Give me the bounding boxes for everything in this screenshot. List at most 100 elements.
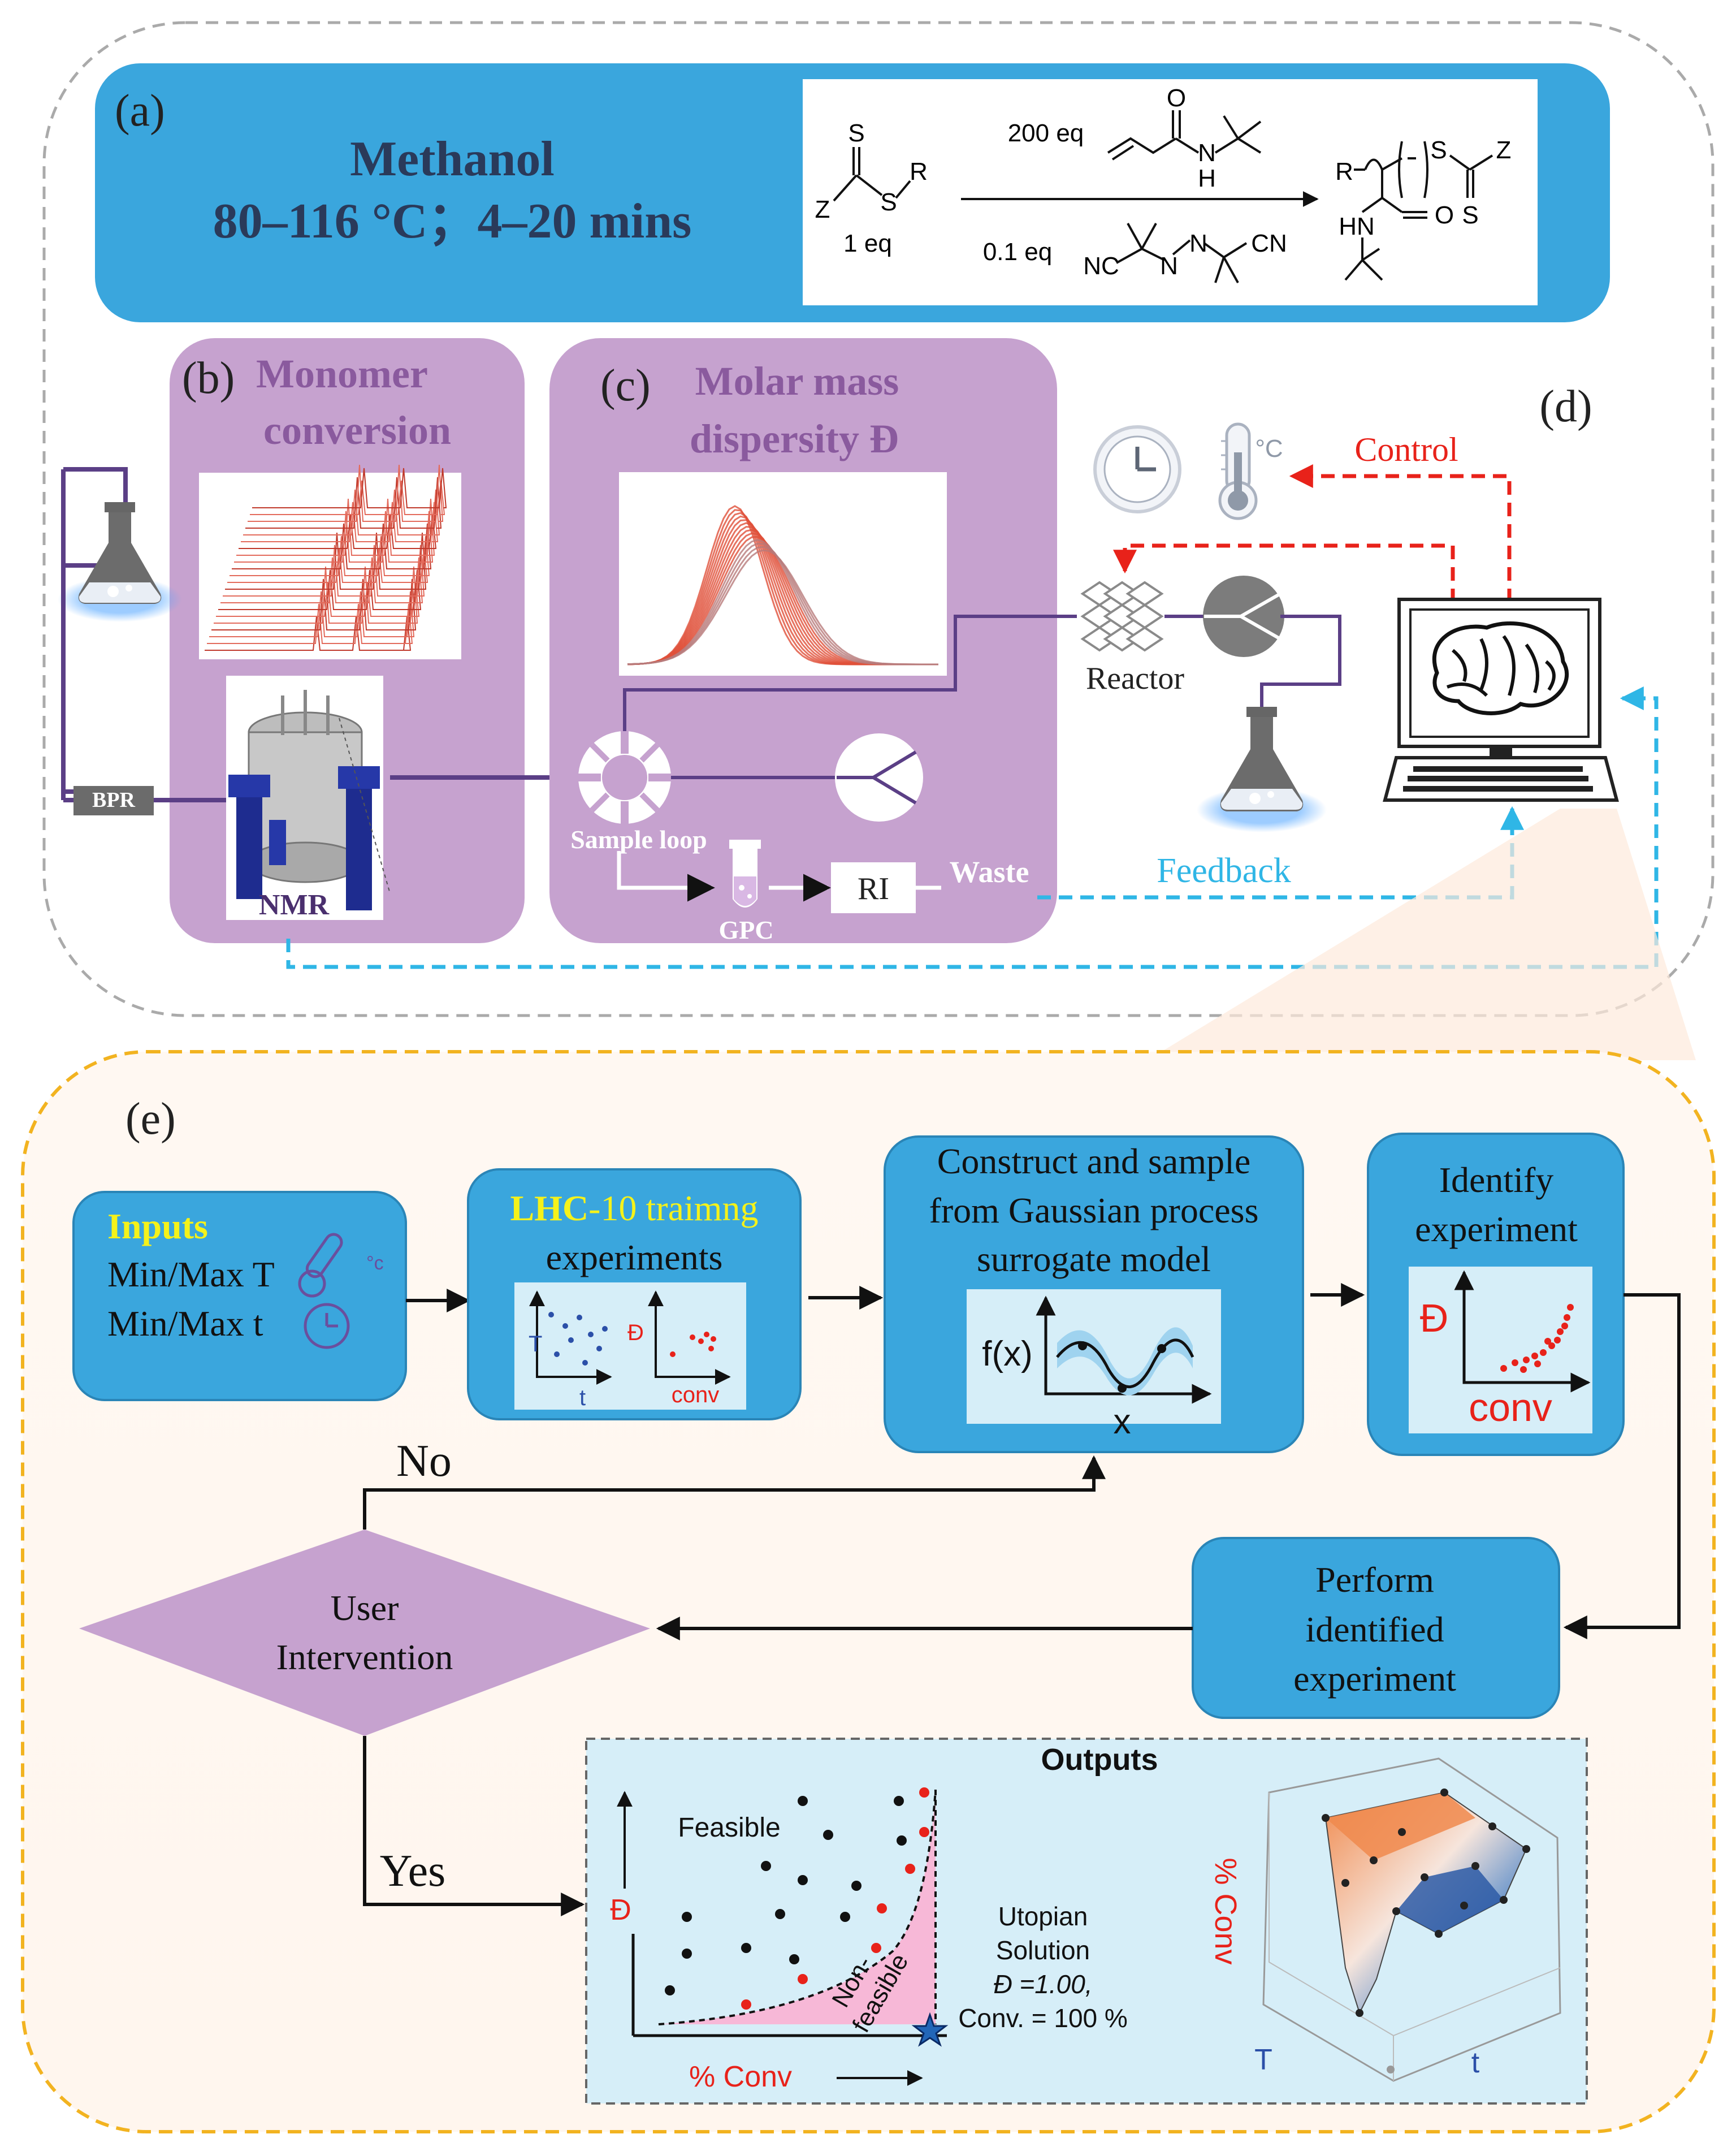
user-intervention-diamond — [79, 1530, 650, 1736]
clock-small-icon — [304, 1303, 350, 1349]
gp-axis-fx: f(x) — [982, 1334, 1033, 1373]
connector-identify-perform — [1563, 1293, 1681, 1639]
pareto-plot: Feasible Non- feasible Đ % Conv — [610, 1787, 949, 2093]
control-label: Control — [1354, 431, 1458, 468]
scheme-S3: S — [1430, 136, 1447, 164]
scheme-O2: O — [1435, 201, 1454, 229]
perform-line-3: experiment — [1293, 1658, 1456, 1699]
computer-brain-icon — [1383, 598, 1619, 802]
surface-axis-t: t — [1471, 2046, 1480, 2079]
identify-line-2: experiment — [1415, 1209, 1578, 1249]
panel-d-label: (d) — [1539, 382, 1592, 431]
splitter-icon — [835, 733, 923, 822]
mixer-icon — [1203, 576, 1284, 657]
gp-line-1: Construct and sample — [937, 1141, 1251, 1181]
sample-loop-valve-icon — [578, 731, 671, 824]
identify-mini-plot: Đ conv — [1409, 1267, 1592, 1433]
perform-line-1: Perform — [1315, 1560, 1434, 1600]
surface-axis-conv: % Conv — [1209, 1857, 1243, 1964]
sample-loop-label: Sample loop — [570, 825, 707, 854]
lhc-axis-D: Đ — [627, 1320, 644, 1345]
lhc-mini-plots: T t Đ conv — [514, 1282, 746, 1410]
gp-line-2: from Gaussian process — [929, 1190, 1259, 1230]
thermometer-icon — [1218, 422, 1258, 520]
scheme-N2: N — [1160, 252, 1178, 280]
panel-c-title-2: dispersity Đ — [690, 416, 899, 461]
inputs-line-2: Min/Max t — [107, 1303, 263, 1344]
waste-label: Waste — [950, 855, 1029, 889]
top-frame — [42, 21, 1715, 1017]
utopian-line-3: Đ =1.00, — [993, 1969, 1092, 1999]
utopian-star-icon — [911, 2012, 949, 2047]
scheme-NC: NC — [1083, 252, 1119, 280]
gpc-traces — [619, 472, 947, 676]
surface-axis-T: T — [1254, 2044, 1272, 2076]
scheme-HN: HN — [1339, 213, 1375, 240]
identify-axis-conv: conv — [1469, 1385, 1552, 1429]
perform-line-2: identified — [1305, 1609, 1444, 1649]
ri-label: RI — [858, 871, 889, 906]
gpc-tube-icon — [729, 840, 761, 908]
feasible-label: Feasible — [678, 1813, 780, 1843]
inputs-line-1: Min/Max T — [107, 1254, 275, 1294]
lhc-title: LHC-10 traimng — [510, 1188, 758, 1228]
reactor-icon — [1080, 581, 1164, 652]
degree-label: °C — [1255, 435, 1283, 463]
utopian-line-4: Conv. = 100 % — [958, 2003, 1128, 2033]
flow-valve-to-reactor — [623, 615, 1077, 731]
reaction-scheme: S Z S R 1 eq 200 eq 0.1 eq O N H — [803, 79, 1538, 305]
pareto-axis-D: Đ — [610, 1894, 631, 1926]
lhc-axis-t: t — [579, 1385, 586, 1410]
scheme-N1: N — [1198, 139, 1216, 167]
outputs-title: Outputs — [1041, 1743, 1158, 1777]
zoom-wedge — [1148, 809, 1696, 1060]
thermometer-small-icon: °c — [298, 1233, 384, 1298]
bpr-label: BPR — [92, 788, 136, 812]
bpr-box — [73, 786, 154, 815]
scheme-O1: O — [1167, 84, 1186, 112]
scheme-CN: CN — [1251, 230, 1287, 257]
panel-c-title-1: Molar mass — [695, 358, 899, 404]
panel-a-label: (a) — [115, 86, 165, 136]
decision-line-2: Intervention — [276, 1637, 453, 1677]
yes-arrow — [363, 1736, 585, 1916]
scheme-S1: S — [848, 119, 864, 147]
reactant-eq: 1 eq — [843, 230, 892, 257]
scheme-H1: H — [1198, 165, 1216, 192]
initiator-eq: 0.1 eq — [983, 238, 1052, 266]
gpc-label: GPC — [718, 915, 773, 944]
panel-b-title-2: conversion — [263, 408, 451, 453]
panel-c-label: (c) — [600, 361, 651, 411]
feedback-label: Feedback — [1157, 852, 1291, 890]
flow-line-top-left — [63, 467, 128, 517]
solvent-text: Methanol — [350, 132, 555, 187]
scheme-S2: S — [880, 188, 897, 216]
gp-axis-x: x — [1114, 1402, 1131, 1441]
control-to-reactor-arrow — [1113, 543, 1455, 602]
ri-detector-box — [831, 862, 916, 913]
lhc-axis-conv: conv — [672, 1383, 720, 1407]
reactor-label: Reactor — [1086, 661, 1184, 696]
monomer-eq: 200 eq — [1008, 119, 1084, 147]
scheme-Z1: Z — [815, 196, 830, 223]
scheme-R2: R — [1335, 158, 1353, 185]
panel-b-title-1: Monomer — [256, 351, 428, 396]
lhc-axis-T: T — [529, 1332, 542, 1357]
panel-b-label: (b) — [182, 353, 235, 403]
no-arrow — [363, 1455, 1106, 1530]
utopian-line-2: Solution — [996, 1936, 1090, 1965]
inputs-title: Inputs — [107, 1206, 208, 1246]
nmr-spectra — [199, 464, 461, 659]
flask-right-icon — [1197, 707, 1327, 832]
conditions-text: 80–116 °C；4–20 mins — [213, 194, 692, 249]
gp-mini-plot: f(x) x — [967, 1289, 1221, 1441]
nmr-instrument — [226, 676, 391, 920]
pareto-axis-conv: % Conv — [689, 2060, 792, 2093]
flask-left-icon — [58, 502, 182, 622]
identify-axis-D: Đ — [1420, 1296, 1449, 1340]
nmr-label: NMR — [259, 889, 330, 921]
surface-3d-plot: % Conv T t — [1209, 1757, 1561, 2082]
scheme-Z2: Z — [1496, 136, 1512, 164]
identify-line-1: Identify — [1439, 1160, 1554, 1200]
